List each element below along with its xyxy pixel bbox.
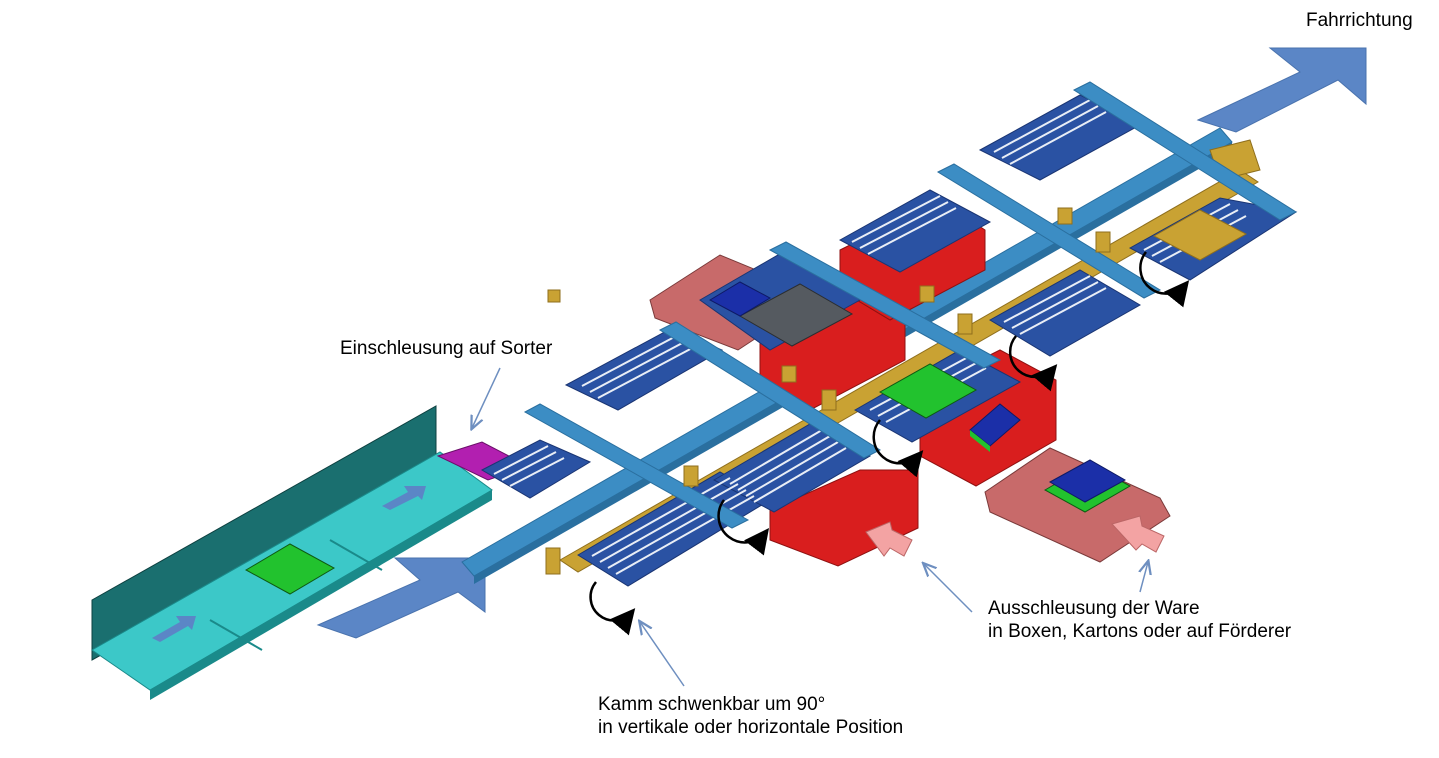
comb-label-line1: Kamm schwenkbar um 90° <box>598 694 826 715</box>
comb-a <box>480 439 592 499</box>
direction-arrow-bottom <box>316 557 486 639</box>
infeed-label: Einschleusung auf Sorter <box>340 338 553 359</box>
infeed-arrow-1 <box>152 616 196 642</box>
direction-label: Fahrrichtung <box>1306 10 1413 31</box>
rotation-arrows <box>589 251 1190 636</box>
callout-lines <box>472 367 1148 687</box>
direction-arrow-top <box>1196 47 1367 133</box>
comb-label-line2: in vertikale oder horizontale Position <box>598 717 904 738</box>
outfeed-label: Ausschleusung der Ware in Boxen, Kartons… <box>988 597 1291 643</box>
comb-label: Kamm schwenkbar um 90° in vertikale oder… <box>598 693 903 739</box>
gray-item <box>738 283 854 347</box>
cross-beams <box>523 81 1298 529</box>
green-item-infeed <box>244 543 336 595</box>
comb-b <box>564 327 724 411</box>
blue-item-top <box>708 281 772 317</box>
outfeed-label-line2: in Boxen, Kartons oder auf Förderer <box>988 621 1292 642</box>
outfeed-label-line1: Ausschleusung der Ware <box>988 598 1200 619</box>
pink-arrow-2 <box>1111 515 1165 553</box>
green-item-comb <box>878 363 978 419</box>
gold-item <box>1152 209 1248 261</box>
comb-g <box>989 269 1142 357</box>
pink-arrow-1 <box>865 521 913 557</box>
gold-blocks <box>545 207 1111 575</box>
infeed-arrow-2 <box>382 486 426 510</box>
